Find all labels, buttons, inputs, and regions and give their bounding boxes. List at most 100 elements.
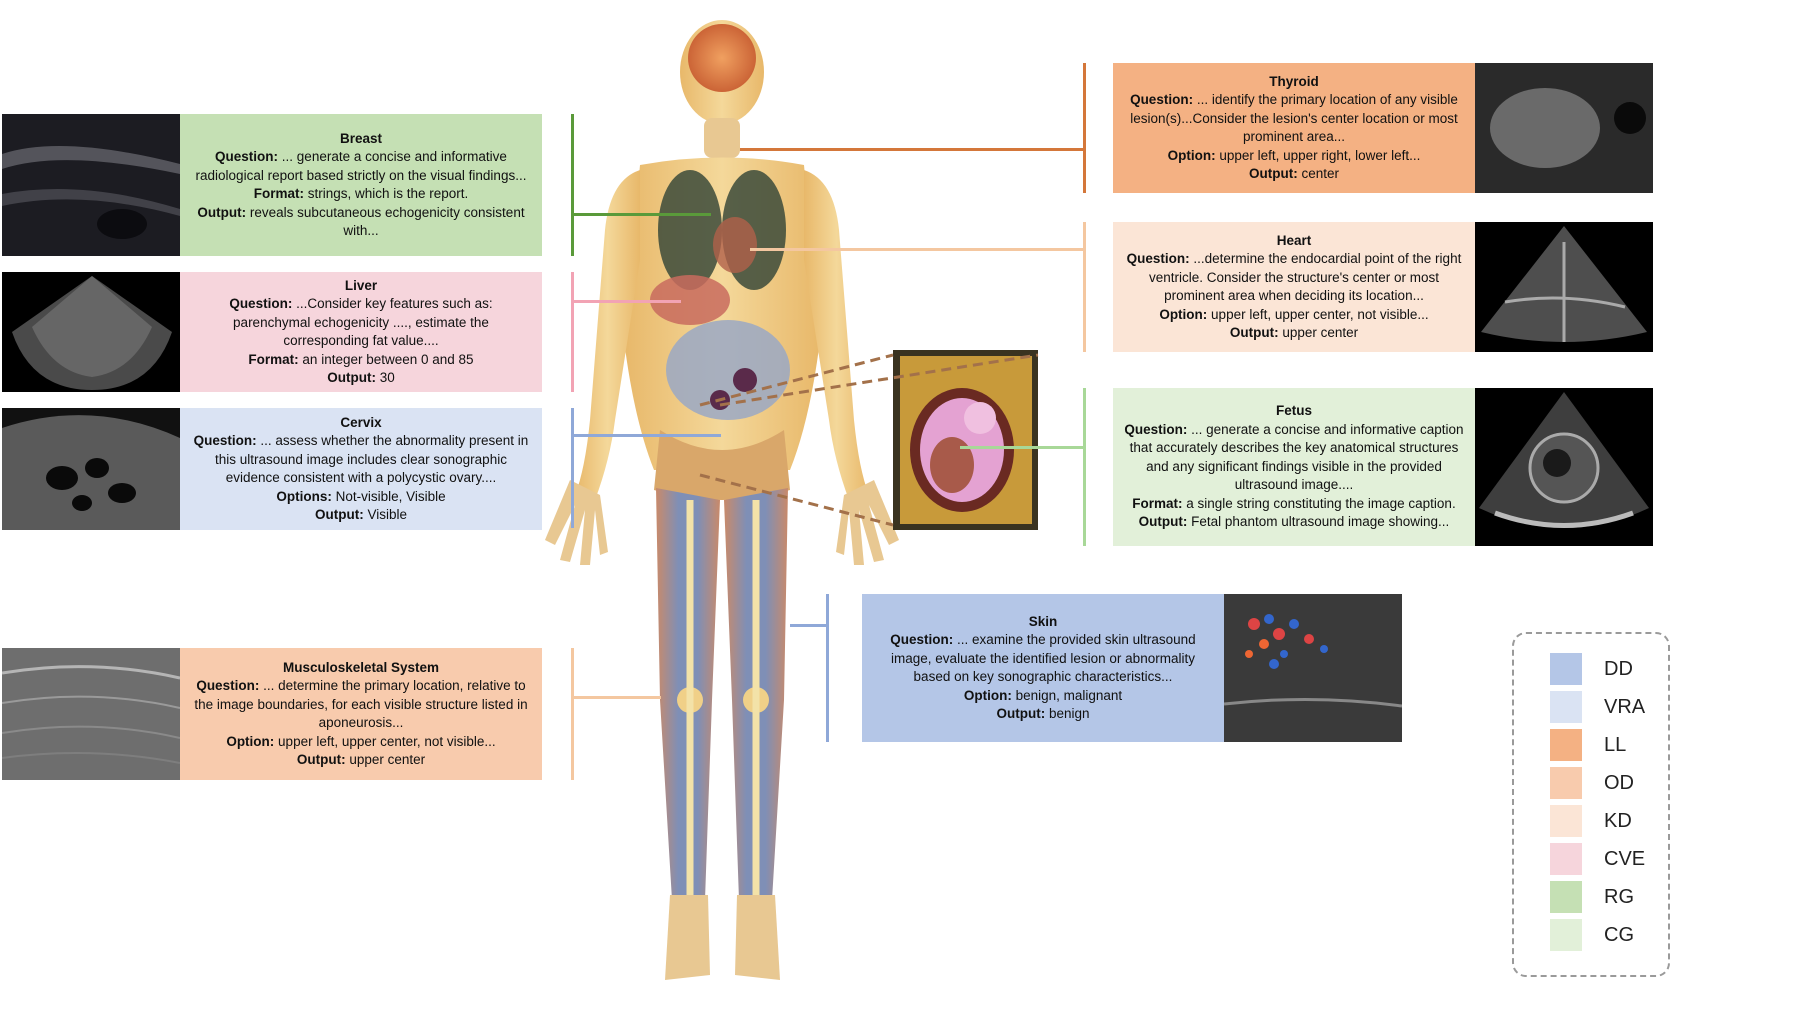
heart-connector: [750, 248, 1083, 251]
right-arm: [804, 170, 869, 500]
msk-panel: Musculoskeletal System Question: ... det…: [180, 648, 542, 780]
cervix-option-label: Options:: [276, 488, 332, 504]
cervix-connector: [571, 434, 721, 437]
legend-swatch: [1550, 881, 1582, 913]
cervix-title: Cervix: [340, 414, 382, 430]
cervix-ultrasound-image: [2, 408, 180, 530]
breast-title: Breast: [339, 130, 383, 146]
cervix-option: Not-visible, Visible: [331, 488, 446, 504]
left-arm: [575, 170, 640, 500]
fetus-question-label: Question:: [1124, 421, 1188, 437]
skin-question-label: Question:: [890, 632, 954, 647]
fetus-bracket: [1083, 388, 1086, 546]
abdomen: [666, 320, 790, 420]
msk-option-label: Option:: [226, 733, 275, 749]
heart-organ: [713, 217, 757, 273]
legend-item-od: OD: [1550, 766, 1634, 800]
skin-ultrasound-image: [1224, 594, 1402, 742]
legend-item-ll: LL: [1550, 728, 1626, 762]
fetus-output: Fetal phantom ultrasound image showing..…: [1187, 514, 1450, 530]
fetus-output-label: Output:: [1138, 514, 1188, 530]
liver-output: 30: [375, 370, 395, 385]
legend-label: VRA: [1604, 695, 1646, 718]
thyroid-title: Thyroid: [1269, 73, 1319, 89]
legend-swatch: [1550, 767, 1582, 799]
legend-swatch: [1550, 691, 1582, 723]
heart-question: ...determine the endocardial point of th…: [1149, 251, 1462, 303]
fetus-title: Fetus: [1275, 403, 1312, 419]
liver-title: Liver: [344, 277, 378, 293]
thyroid-bracket: [1083, 63, 1086, 193]
skin-bracket: [826, 594, 829, 742]
liver-question: ...Consider key features such as: parenc…: [233, 296, 493, 348]
brain: [688, 24, 756, 92]
thyroid-question: ... identify the primary location of any…: [1130, 92, 1458, 144]
heart-output-label: Output:: [1229, 325, 1279, 340]
breast-bracket: [571, 114, 574, 256]
liver-ultrasound-image: [2, 272, 180, 392]
skin-output-label: Output:: [996, 706, 1046, 721]
liver-connector: [571, 300, 681, 303]
heart-bracket: [1083, 222, 1086, 352]
legend-label: CVE: [1604, 847, 1646, 870]
legend-label: KD: [1604, 809, 1632, 832]
legend-item-cve: CVE: [1550, 842, 1645, 876]
legend-swatch: [1550, 805, 1582, 837]
msk-output-label: Output:: [296, 752, 346, 767]
fetus-ultrasound-image: [1475, 388, 1653, 546]
heart-option: upper left, upper center, not visible...: [1207, 306, 1429, 322]
left-lung: [658, 170, 722, 290]
pelvis: [654, 430, 790, 500]
thyroid-output: center: [1297, 166, 1339, 181]
legend-item-rg: RG: [1550, 880, 1634, 914]
cervix-output-label: Output:: [314, 507, 364, 522]
heart-question-label: Question:: [1126, 251, 1190, 266]
fetus-question: ... generate a concise and informative c…: [1129, 421, 1464, 493]
thyroid-option: upper left, upper right, lower left...: [1215, 147, 1421, 163]
right-foot: [735, 895, 780, 980]
msk-title: Musculoskeletal System: [282, 659, 440, 675]
legend: DD VRA LL OD KD CVE RG CG: [1512, 632, 1670, 977]
skin-connector: [790, 624, 826, 627]
legend-label: OD: [1604, 771, 1634, 794]
legend-swatch: [1550, 843, 1582, 875]
legend-swatch: [1550, 729, 1582, 761]
msk-question: ... determine the primary location, rela…: [194, 678, 528, 730]
liver-bracket: [571, 272, 574, 392]
heart-option-label: Option:: [1159, 306, 1208, 322]
thyroid-panel: Thyroid Question: ... identify the prima…: [1113, 63, 1475, 193]
skin-panel: Skin Question: ... examine the provided …: [862, 594, 1224, 742]
skin-output: benign: [1045, 706, 1090, 721]
msk-connector: [571, 696, 661, 699]
legend-label: CG: [1604, 923, 1634, 946]
msk-output: upper center: [345, 752, 426, 767]
fetus-panel: Fetus Question: ... generate a concise a…: [1113, 388, 1475, 546]
skin-title: Skin: [1028, 613, 1058, 629]
breast-question-label: Question:: [215, 149, 279, 164]
cervix-output: Visible: [363, 507, 407, 522]
breast-output: reveals subcutaneous echogenicity consis…: [246, 204, 525, 239]
cervix-panel: Cervix Question: ... assess whether the …: [180, 408, 542, 530]
cervix-bracket: [571, 408, 574, 528]
breast-ultrasound-image: [2, 114, 180, 256]
liver-organ: [650, 275, 730, 325]
breast-panel: Breast Question: ... generate a concise …: [180, 114, 542, 256]
fetus-format: a single string constituting the image c…: [1182, 495, 1456, 511]
neck: [704, 118, 740, 158]
skin-question: ... examine the provided skin ultrasound…: [891, 632, 1196, 684]
fetus-format-label: Format:: [1132, 495, 1183, 511]
legend-item-dd: DD: [1550, 652, 1633, 686]
legend-label: RG: [1604, 885, 1634, 908]
msk-option: upper left, upper center, not visible...: [274, 733, 496, 749]
liver-format-label: Format:: [248, 351, 299, 367]
liver-output-label: Output:: [327, 370, 376, 385]
liver-question-label: Question:: [229, 296, 293, 311]
breast-output-label: Output:: [197, 204, 247, 220]
breast-question: ... generate a concise and informative r…: [195, 149, 527, 183]
legend-item-vra: VRA: [1550, 690, 1645, 724]
breast-format-label: Format:: [253, 186, 304, 201]
breast-connector: [571, 213, 711, 216]
heart-output: upper center: [1278, 325, 1359, 340]
legend-swatch: [1550, 919, 1582, 951]
